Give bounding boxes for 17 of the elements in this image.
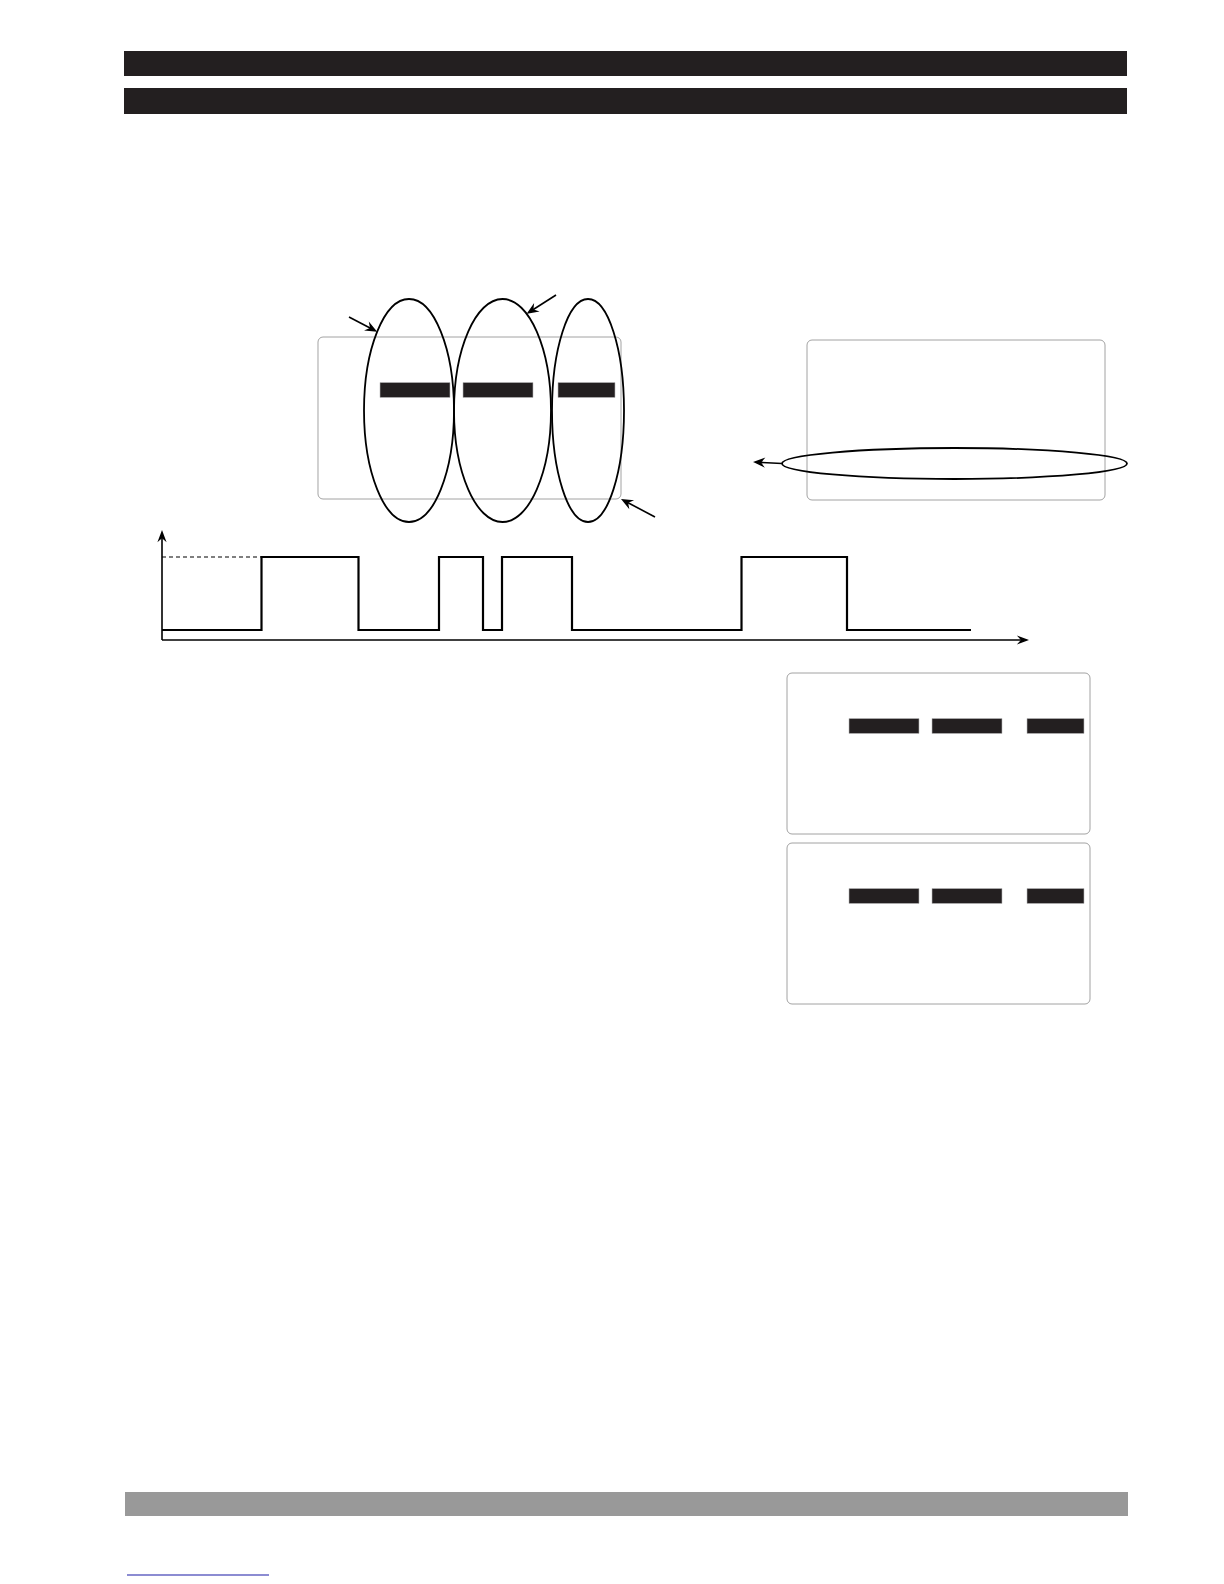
segment-bar bbox=[931, 718, 1003, 734]
segment-bar bbox=[557, 382, 616, 398]
ellipse-outline bbox=[363, 298, 455, 523]
ellipse-outline bbox=[453, 298, 552, 523]
ellipse-outline bbox=[551, 298, 625, 523]
ellipse-outline bbox=[781, 447, 1128, 480]
segment-bar bbox=[1026, 718, 1085, 734]
segment-bar bbox=[931, 888, 1003, 904]
segment-bar bbox=[848, 888, 920, 904]
display-panel bbox=[786, 672, 1091, 835]
display-panel bbox=[786, 842, 1091, 1005]
segment-bar bbox=[848, 718, 920, 734]
display-panel bbox=[317, 336, 622, 500]
segment-bar bbox=[462, 382, 534, 398]
segment-bar bbox=[1026, 888, 1085, 904]
display-panel bbox=[806, 339, 1106, 501]
segment-bar bbox=[379, 382, 451, 398]
